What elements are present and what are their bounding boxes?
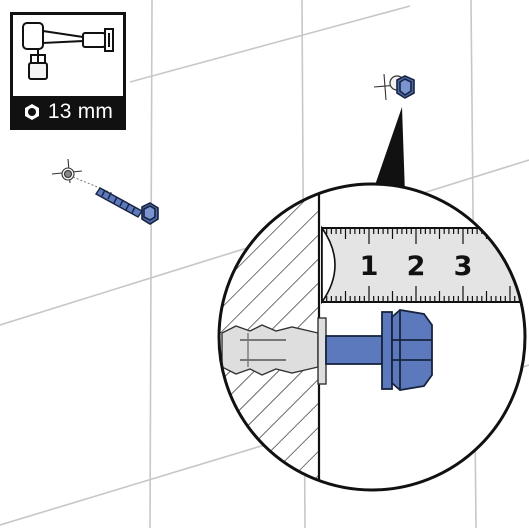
drill-hole-marker-left: [51, 158, 83, 184]
socket-wrench-icon: [22, 22, 114, 80]
screw-top-right: [373, 73, 415, 101]
ruler-number-2: 2: [407, 251, 426, 282]
ruler-number-1: 1: [360, 251, 379, 282]
screw-section: [325, 309, 433, 391]
screw-shank-left: [94, 187, 144, 218]
zoom-pointer: [374, 107, 405, 194]
ruler-number-3: 3: [454, 251, 473, 282]
wall-plug: [221, 317, 327, 385]
screw-head-left: [141, 202, 159, 225]
tool-indicator: 13 mm: [10, 12, 126, 130]
hex-nut-icon: [23, 103, 41, 121]
socket-size-text: 13 mm: [47, 99, 114, 123]
socket-size-label: 13 mm: [13, 96, 123, 127]
measuring-ruler: 1 2 3: [321, 225, 523, 305]
screw-left: [51, 158, 159, 225]
zoom-detail: 1 2 3: [217, 182, 527, 492]
